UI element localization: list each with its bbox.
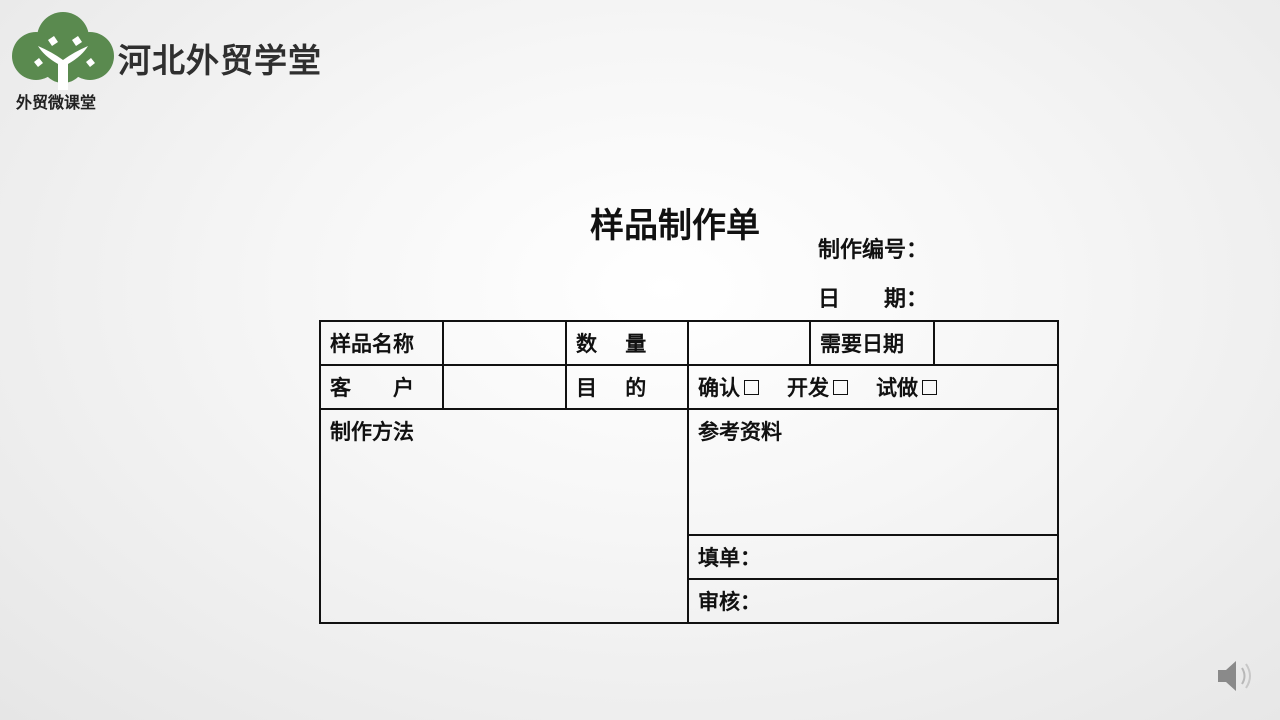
- form-title: 样品制作单: [590, 206, 760, 246]
- trial-checkbox[interactable]: [922, 379, 937, 395]
- speaker-icon[interactable]: [1214, 656, 1258, 696]
- date-label: 日 期：: [818, 287, 929, 312]
- reference-cell[interactable]: 参考资料: [687, 408, 1059, 536]
- brand-name: 河北外贸学堂: [118, 41, 322, 80]
- sample-form-table: 样品名称 数 量 需要日期 客 户 目 的 确认 开发 试做 制作方法 参考资料 填…: [319, 320, 1059, 624]
- reviewed-by-label: 审核：: [698, 590, 761, 614]
- customer-label: 客 户: [319, 364, 444, 410]
- production-method-label: 制作方法: [330, 420, 414, 444]
- required-date-cell[interactable]: [933, 320, 1059, 366]
- customer-cell[interactable]: [442, 364, 567, 410]
- confirm-checkbox[interactable]: [744, 379, 759, 395]
- purpose-option-trial[interactable]: 试做: [876, 376, 937, 400]
- sample-name-label: 样品名称: [319, 320, 444, 366]
- purpose-label: 目 的: [565, 364, 689, 410]
- purpose-option-develop[interactable]: 开发: [787, 376, 848, 400]
- quantity-label: 数 量: [565, 320, 689, 366]
- tree-logo-icon: [12, 12, 114, 90]
- filled-by-label: 填单：: [698, 546, 761, 570]
- purpose-options: 确认 开发 试做: [687, 364, 1059, 410]
- brand-subtitle: 外贸微课堂: [16, 93, 97, 112]
- develop-checkbox[interactable]: [833, 379, 848, 395]
- production-method-cell[interactable]: 制作方法: [319, 408, 689, 624]
- quantity-cell[interactable]: [687, 320, 811, 366]
- reference-label: 参考资料: [698, 420, 782, 444]
- production-number-label: 制作编号：: [818, 238, 929, 263]
- filled-by-cell[interactable]: 填单：: [687, 534, 1059, 580]
- sample-name-cell[interactable]: [442, 320, 567, 366]
- required-date-label: 需要日期: [809, 320, 935, 366]
- purpose-option-confirm[interactable]: 确认: [698, 376, 759, 400]
- reviewed-by-cell[interactable]: 审核：: [687, 578, 1059, 624]
